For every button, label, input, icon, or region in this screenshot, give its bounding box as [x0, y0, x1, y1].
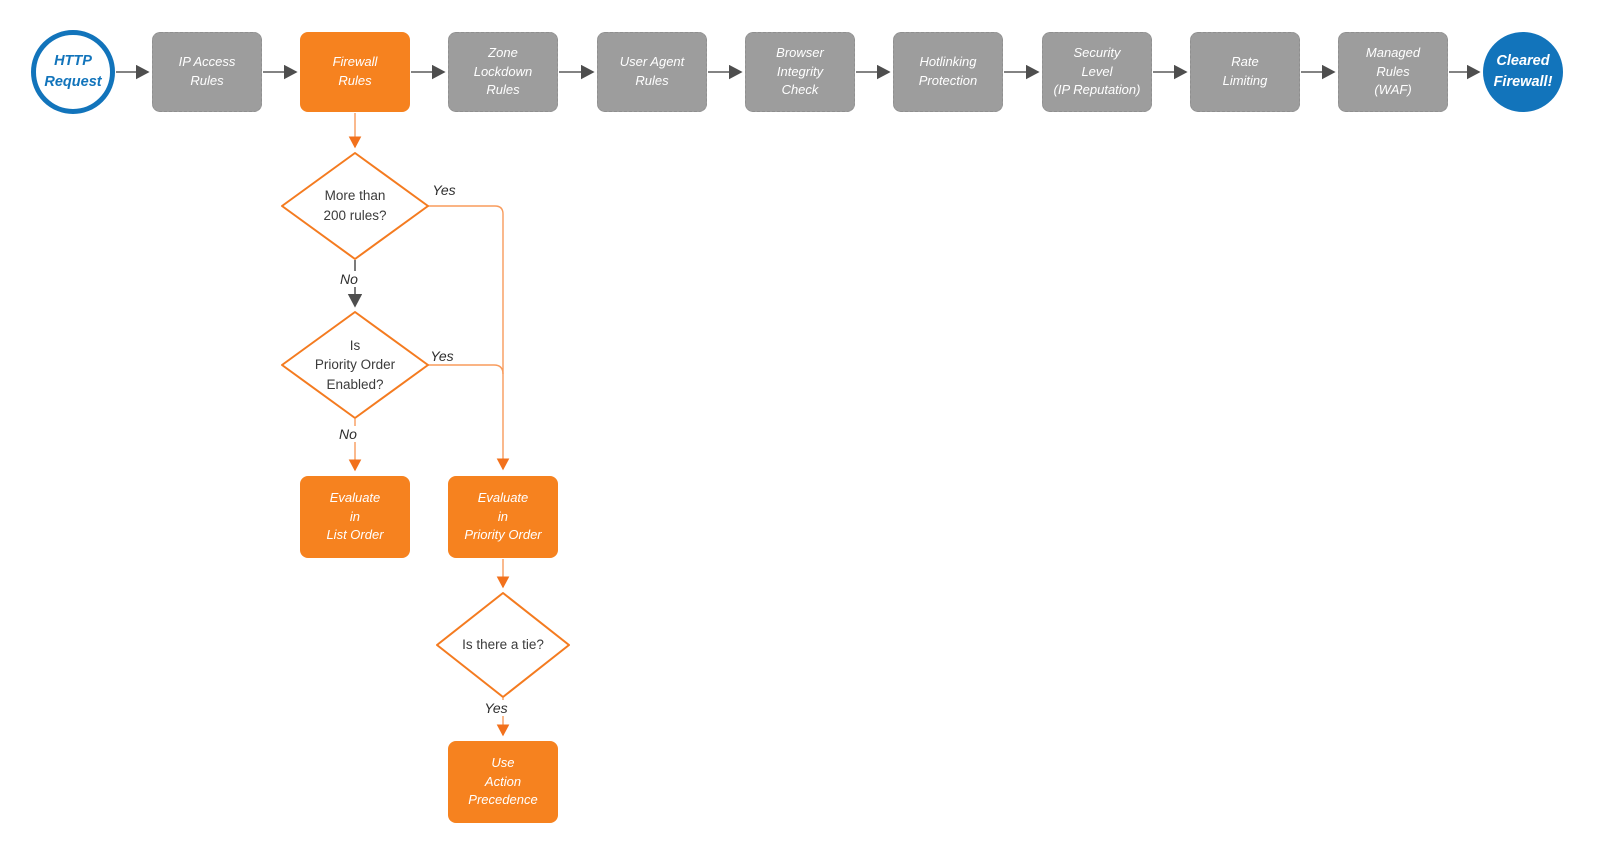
node-evaluate-in-priority-order: Evaluate in Priority Order	[448, 476, 558, 558]
node-evaluate-in-list-order: Evaluate in List Order	[300, 476, 410, 558]
node-label: Zone Lockdown Rules	[473, 44, 533, 98]
edge-label-decision2-no: No	[335, 426, 361, 442]
node-label: IP Access Rules	[178, 54, 236, 88]
node-firewall-rules: Firewall Rules	[300, 32, 410, 112]
node-label: User Agent Rules	[619, 54, 685, 88]
edge-label-decision1-yes: Yes	[432, 182, 456, 198]
edge-decision2-yes	[428, 364, 504, 375]
edge-label-decision1-no: No	[336, 271, 362, 287]
node-ip-access-rules: IP Access Rules	[152, 32, 262, 112]
node-label: Evaluate in List Order	[326, 489, 384, 543]
node-security-level: Security Level (IP Reputation)	[1042, 32, 1152, 112]
node-label: Security Level (IP Reputation)	[1053, 44, 1141, 98]
node-zone-lockdown-rules: Zone Lockdown Rules	[448, 32, 558, 112]
decision-is-there-a-tie-shape	[436, 592, 570, 698]
decision-priority-order-enabled-shape	[281, 311, 429, 419]
node-use-action-precedence: Use Action Precedence	[448, 741, 558, 823]
node-label: HTTP Request	[44, 52, 102, 90]
decision-priority-order-enabled: Is Priority Order Enabled?	[314, 337, 396, 392]
node-managed-rules-waf: Managed Rules (WAF)	[1338, 32, 1448, 112]
edge-decision1-yes	[428, 205, 510, 471]
node-http-request: HTTP Request	[31, 30, 115, 114]
edge-label-decision2-yes: Yes	[430, 348, 454, 364]
node-hotlinking-protection: Hotlinking Protection	[893, 32, 1003, 112]
node-label: Use Action Precedence	[468, 754, 538, 808]
node-rate-limiting: Rate Limiting	[1190, 32, 1300, 112]
node-label: Firewall Rules	[332, 54, 378, 88]
node-label: Browser Integrity Check	[776, 44, 824, 98]
node-label: Hotlinking Protection	[918, 54, 978, 88]
node-browser-integrity-check: Browser Integrity Check	[745, 32, 855, 112]
node-label: Rate Limiting	[1222, 54, 1268, 88]
node-label: Cleared Firewall!	[1493, 52, 1553, 90]
edge-label-decision3-yes: Yes	[480, 700, 512, 716]
node-user-agent-rules: User Agent Rules	[597, 32, 707, 112]
node-cleared-firewall: Cleared Firewall!	[1483, 32, 1563, 112]
decision-more-than-200-rules-shape	[281, 152, 429, 260]
node-label: Evaluate in Priority Order	[464, 489, 542, 543]
decision-more-than-200-rules: More than 200 rules?	[323, 188, 387, 223]
node-label: Managed Rules (WAF)	[1365, 44, 1421, 98]
decision-is-there-a-tie: Is there a tie?	[462, 637, 544, 653]
